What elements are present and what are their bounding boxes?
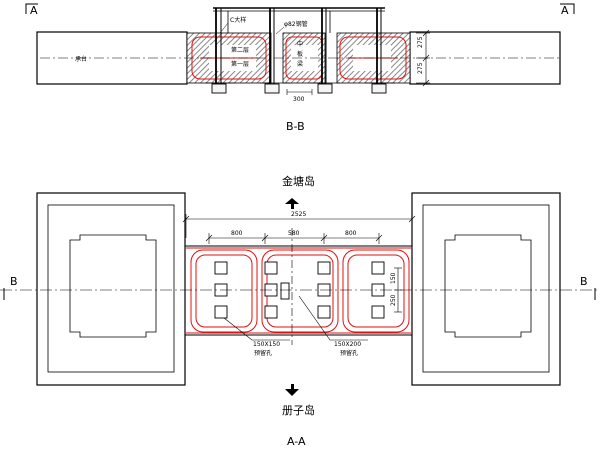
callout-leaders [223,295,368,341]
pile-cap-label: 承台 [75,55,87,63]
dim-gap-bb [286,89,313,95]
pipe-label: φ82钢管 [284,20,308,28]
cut-marker-b-right: B [580,275,596,300]
dims-side-aa [394,267,402,313]
plan-aa: 金塘岛 2525 800 580 800 [0,174,600,448]
layer1-label: 第一层 [231,60,249,68]
callout-right-name: 预留孔 [340,349,358,357]
svg-text:B: B [10,275,18,288]
beam-plan [185,245,412,336]
cut-marker-left: A [25,3,38,17]
south-arrow-icon [285,384,299,396]
callout-left-size: 150X150 [253,341,280,348]
dim-seg-1: 800 [231,230,243,237]
pile-cap-plan-right [411,192,561,386]
dim-segments [205,233,383,244]
svg-text:A: A [30,4,38,17]
c-steel-label: C大样 [230,16,246,24]
cut-marker-right: A [560,3,575,17]
dim-total-label: 2525 [291,211,306,218]
svg-text:A: A [561,4,569,17]
dim-gap: 300 [293,96,305,103]
north-arrow-icon [285,198,299,209]
mid-label-3: 梁 [297,60,303,68]
steel-bracket [213,7,385,90]
svg-text:B: B [580,275,588,288]
section-bb-caption: B-B [286,120,305,133]
dim-side-1: 150 [390,272,397,284]
north-label: 金塘岛 [282,174,315,188]
cut-marker-b-left: B [3,275,18,300]
plan-aa-caption: A-A [287,435,306,448]
south-label: 册子岛 [282,403,315,417]
pile-cap-plan-left [36,192,186,386]
mid-label-1: 中 [297,40,303,48]
dim-bottom: 275 [417,62,424,74]
layer2-label: 第二层 [231,46,249,54]
dim-seg-2: 580 [288,230,300,237]
rebar-plan [186,247,411,334]
foot-blocks [211,83,387,94]
callout-left-name: 预留孔 [254,349,272,357]
dims-vertical-bb [416,29,430,87]
mid-label-2: 板 [297,50,303,58]
dim-side-2: 250 [390,294,397,306]
callout-right-size: 150X200 [334,341,361,348]
section-bb: A A 承台 [25,3,575,133]
dim-top: 275 [417,36,424,48]
dim-seg-3: 800 [345,230,357,237]
